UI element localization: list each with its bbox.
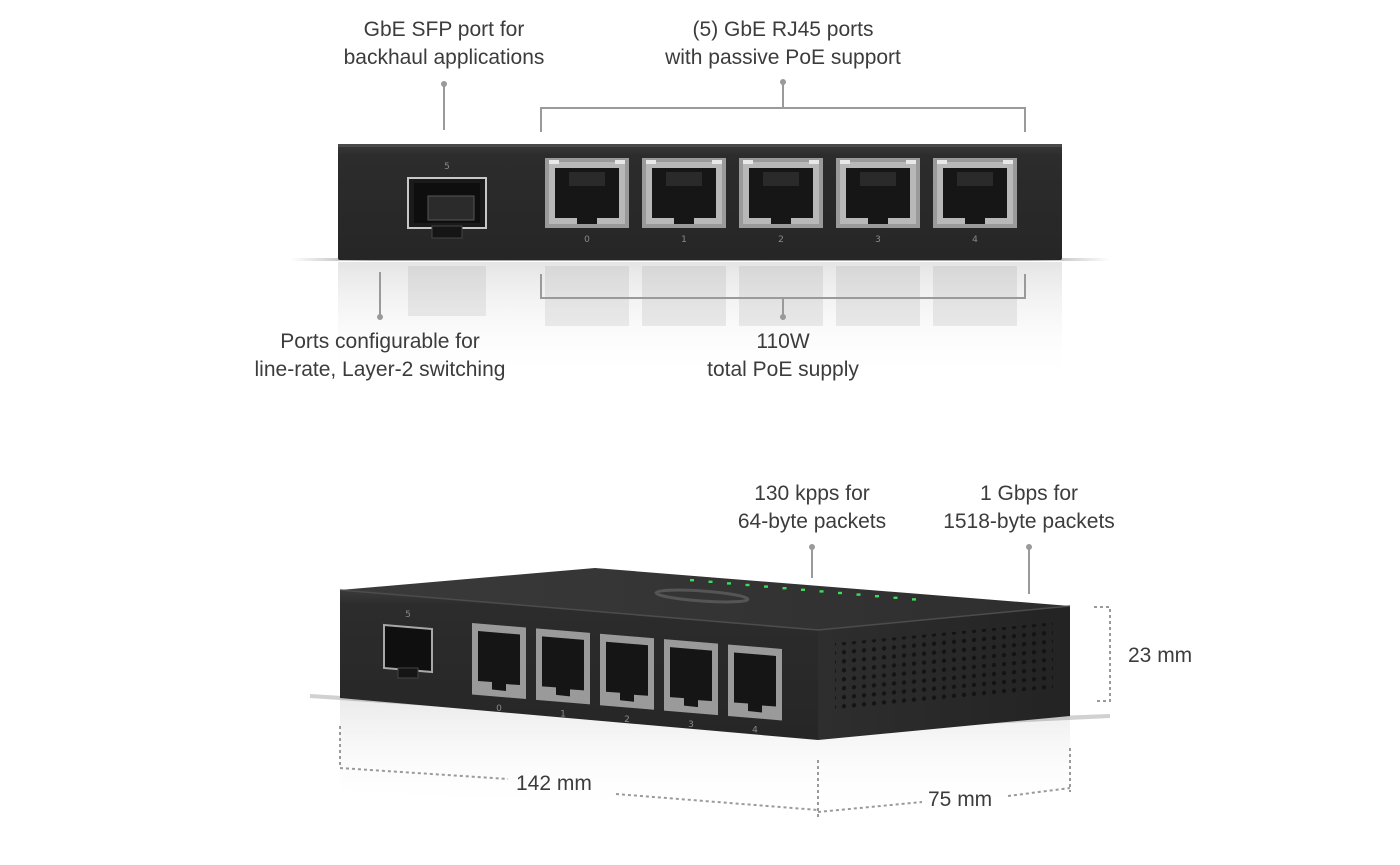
perspective-view-device: 5 0 1 2 3 4 xyxy=(310,568,1110,815)
sfp-port-label: 5 xyxy=(444,162,450,172)
sfp-port: 5 xyxy=(407,162,487,239)
front-callout-lines xyxy=(379,84,1026,316)
led-indicator xyxy=(745,583,750,587)
sfp-port-perspective: 5 xyxy=(383,610,433,679)
led-indicator xyxy=(764,585,768,588)
led-indicator xyxy=(801,588,805,591)
led-indicator xyxy=(708,580,713,583)
poe-caption: 110W total PoE supply xyxy=(707,330,859,381)
rj45-port-perspective-4: 4 xyxy=(728,644,782,735)
kpps-caption: 130 kpps for 64-byte packets xyxy=(737,482,887,533)
led-indicator xyxy=(856,593,861,596)
width-dimension: 142 mm xyxy=(516,772,592,795)
rj45-port-label: 4 xyxy=(972,235,978,245)
led-indicator xyxy=(690,579,694,582)
sfp-port-label-perspective: 5 xyxy=(405,610,411,620)
rj45-port-perspective-2: 2 xyxy=(600,633,654,725)
rj45-port-perspective-0: 0 xyxy=(472,623,526,714)
rj45-ports-perspective: 0 1 2 3 4 xyxy=(472,623,782,735)
led-indicator xyxy=(893,596,898,599)
perspective-callout-lines xyxy=(339,548,1111,818)
led-indicator xyxy=(912,598,916,601)
rj45-port-label: 0 xyxy=(496,704,502,714)
rj45-port-label: 3 xyxy=(875,235,881,245)
status-leds xyxy=(690,579,916,601)
led-indicator xyxy=(875,595,879,598)
rj45-port-label: 2 xyxy=(778,235,784,245)
led-indicator xyxy=(782,587,787,590)
switching-caption: Ports configurable for line-rate, Layer-… xyxy=(254,330,506,381)
rj45-port-perspective-1: 1 xyxy=(536,628,590,719)
rj45-port-3: 3 xyxy=(836,158,920,245)
rj45-port-label: 4 xyxy=(752,725,758,735)
rj45-port-label: 0 xyxy=(584,235,590,245)
rj45-ports: 0 1 2 3 4 xyxy=(545,158,1017,245)
rj45-port-label: 3 xyxy=(688,720,694,730)
rj45-port-2: 2 xyxy=(739,158,823,245)
brand-logo xyxy=(654,588,750,604)
gbps-caption: 1 Gbps for 1518-byte packets xyxy=(943,482,1115,533)
depth-dimension: 75 mm xyxy=(928,788,993,811)
rj45-caption: (5) GbE RJ45 ports with passive PoE supp… xyxy=(665,18,901,69)
rj45-port-4: 4 xyxy=(933,158,1017,245)
rj45-port-1: 1 xyxy=(642,158,726,245)
top-face xyxy=(340,568,1070,630)
led-indicator xyxy=(838,591,842,595)
front-view-device: 5 0 1 2 3 4 xyxy=(290,144,1110,380)
vent-holes xyxy=(835,622,1053,714)
device-reflection xyxy=(338,262,1062,380)
rj45-port-label: 2 xyxy=(624,715,630,725)
rj45-port-label: 1 xyxy=(681,235,687,245)
rj45-port-label: 1 xyxy=(560,709,566,719)
led-indicator xyxy=(727,582,731,585)
rj45-port-perspective-3: 3 xyxy=(664,639,718,730)
front-callout-dots xyxy=(377,79,786,320)
sfp-caption: GbE SFP port for backhaul applications xyxy=(343,18,545,69)
height-dimension: 23 mm xyxy=(1128,644,1193,667)
led-indicator xyxy=(819,590,824,593)
rj45-port-0: 0 xyxy=(545,158,629,245)
